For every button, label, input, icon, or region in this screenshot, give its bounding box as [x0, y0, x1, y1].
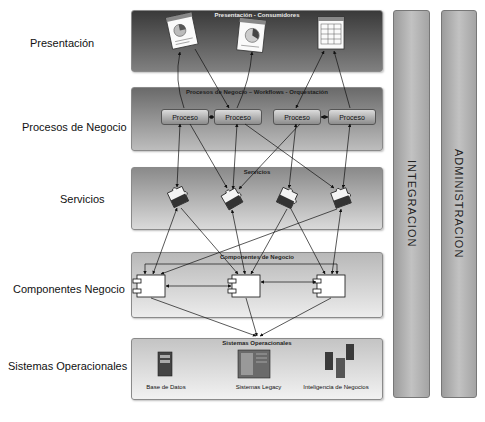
layer-band: Procesos de Negocio – Workflows - Orques… — [131, 87, 383, 151]
process-box: Proceso — [273, 109, 321, 125]
node-text: Presentación - Consumidores — [132, 12, 382, 18]
process-box: Proceso — [161, 109, 209, 125]
process-box: Proceso — [328, 109, 376, 125]
layer-label: Servicios — [60, 193, 105, 205]
node-text: Sistemas Legacy — [236, 384, 282, 390]
system-item: Inteligencia de Negocios — [296, 349, 376, 390]
process-connector — [321, 117, 328, 118]
node-text: Componentes de Negocio — [132, 254, 382, 260]
layer-label: Sistemas Operacionales — [8, 360, 127, 372]
cross-layer-bar: INTEGRACION — [393, 10, 430, 398]
layer-label: Componentes Negocio — [13, 283, 125, 295]
node-text: Inteligencia de Negocios — [303, 384, 368, 390]
node-text: Base de Datos — [146, 384, 185, 390]
layer-band: Servicios — [131, 167, 383, 230]
process-connector — [209, 117, 214, 118]
layer-label: Procesos de Negocio — [22, 121, 127, 133]
system-item: Base de Datos — [141, 349, 191, 390]
node-text: Proceso — [172, 114, 198, 121]
node-text: Proceso — [284, 114, 310, 121]
system-item: Sistemas Legacy — [231, 349, 286, 390]
cross-layer-bar: ADMINISTRACION — [441, 10, 477, 398]
node-text: Servicios — [132, 169, 382, 175]
process-box: Proceso — [214, 109, 262, 125]
node-text: Proceso — [339, 114, 365, 121]
node-text: ADMINISTRACION — [453, 149, 465, 258]
node-text: INTEGRACION — [406, 160, 418, 247]
layer-band: Sistemas OperacionalesBase de Datos Siste… — [131, 338, 383, 400]
layer-label: Presentación — [30, 37, 94, 49]
node-text: Procesos de Negocio – Workflows - Orques… — [132, 89, 382, 95]
layer-band: Presentación - Consumidores — [131, 10, 383, 72]
layer-band: Componentes de Negocio — [131, 252, 383, 318]
node-text: Sistemas Operacionales — [132, 340, 382, 346]
node-text: Proceso — [225, 114, 251, 121]
